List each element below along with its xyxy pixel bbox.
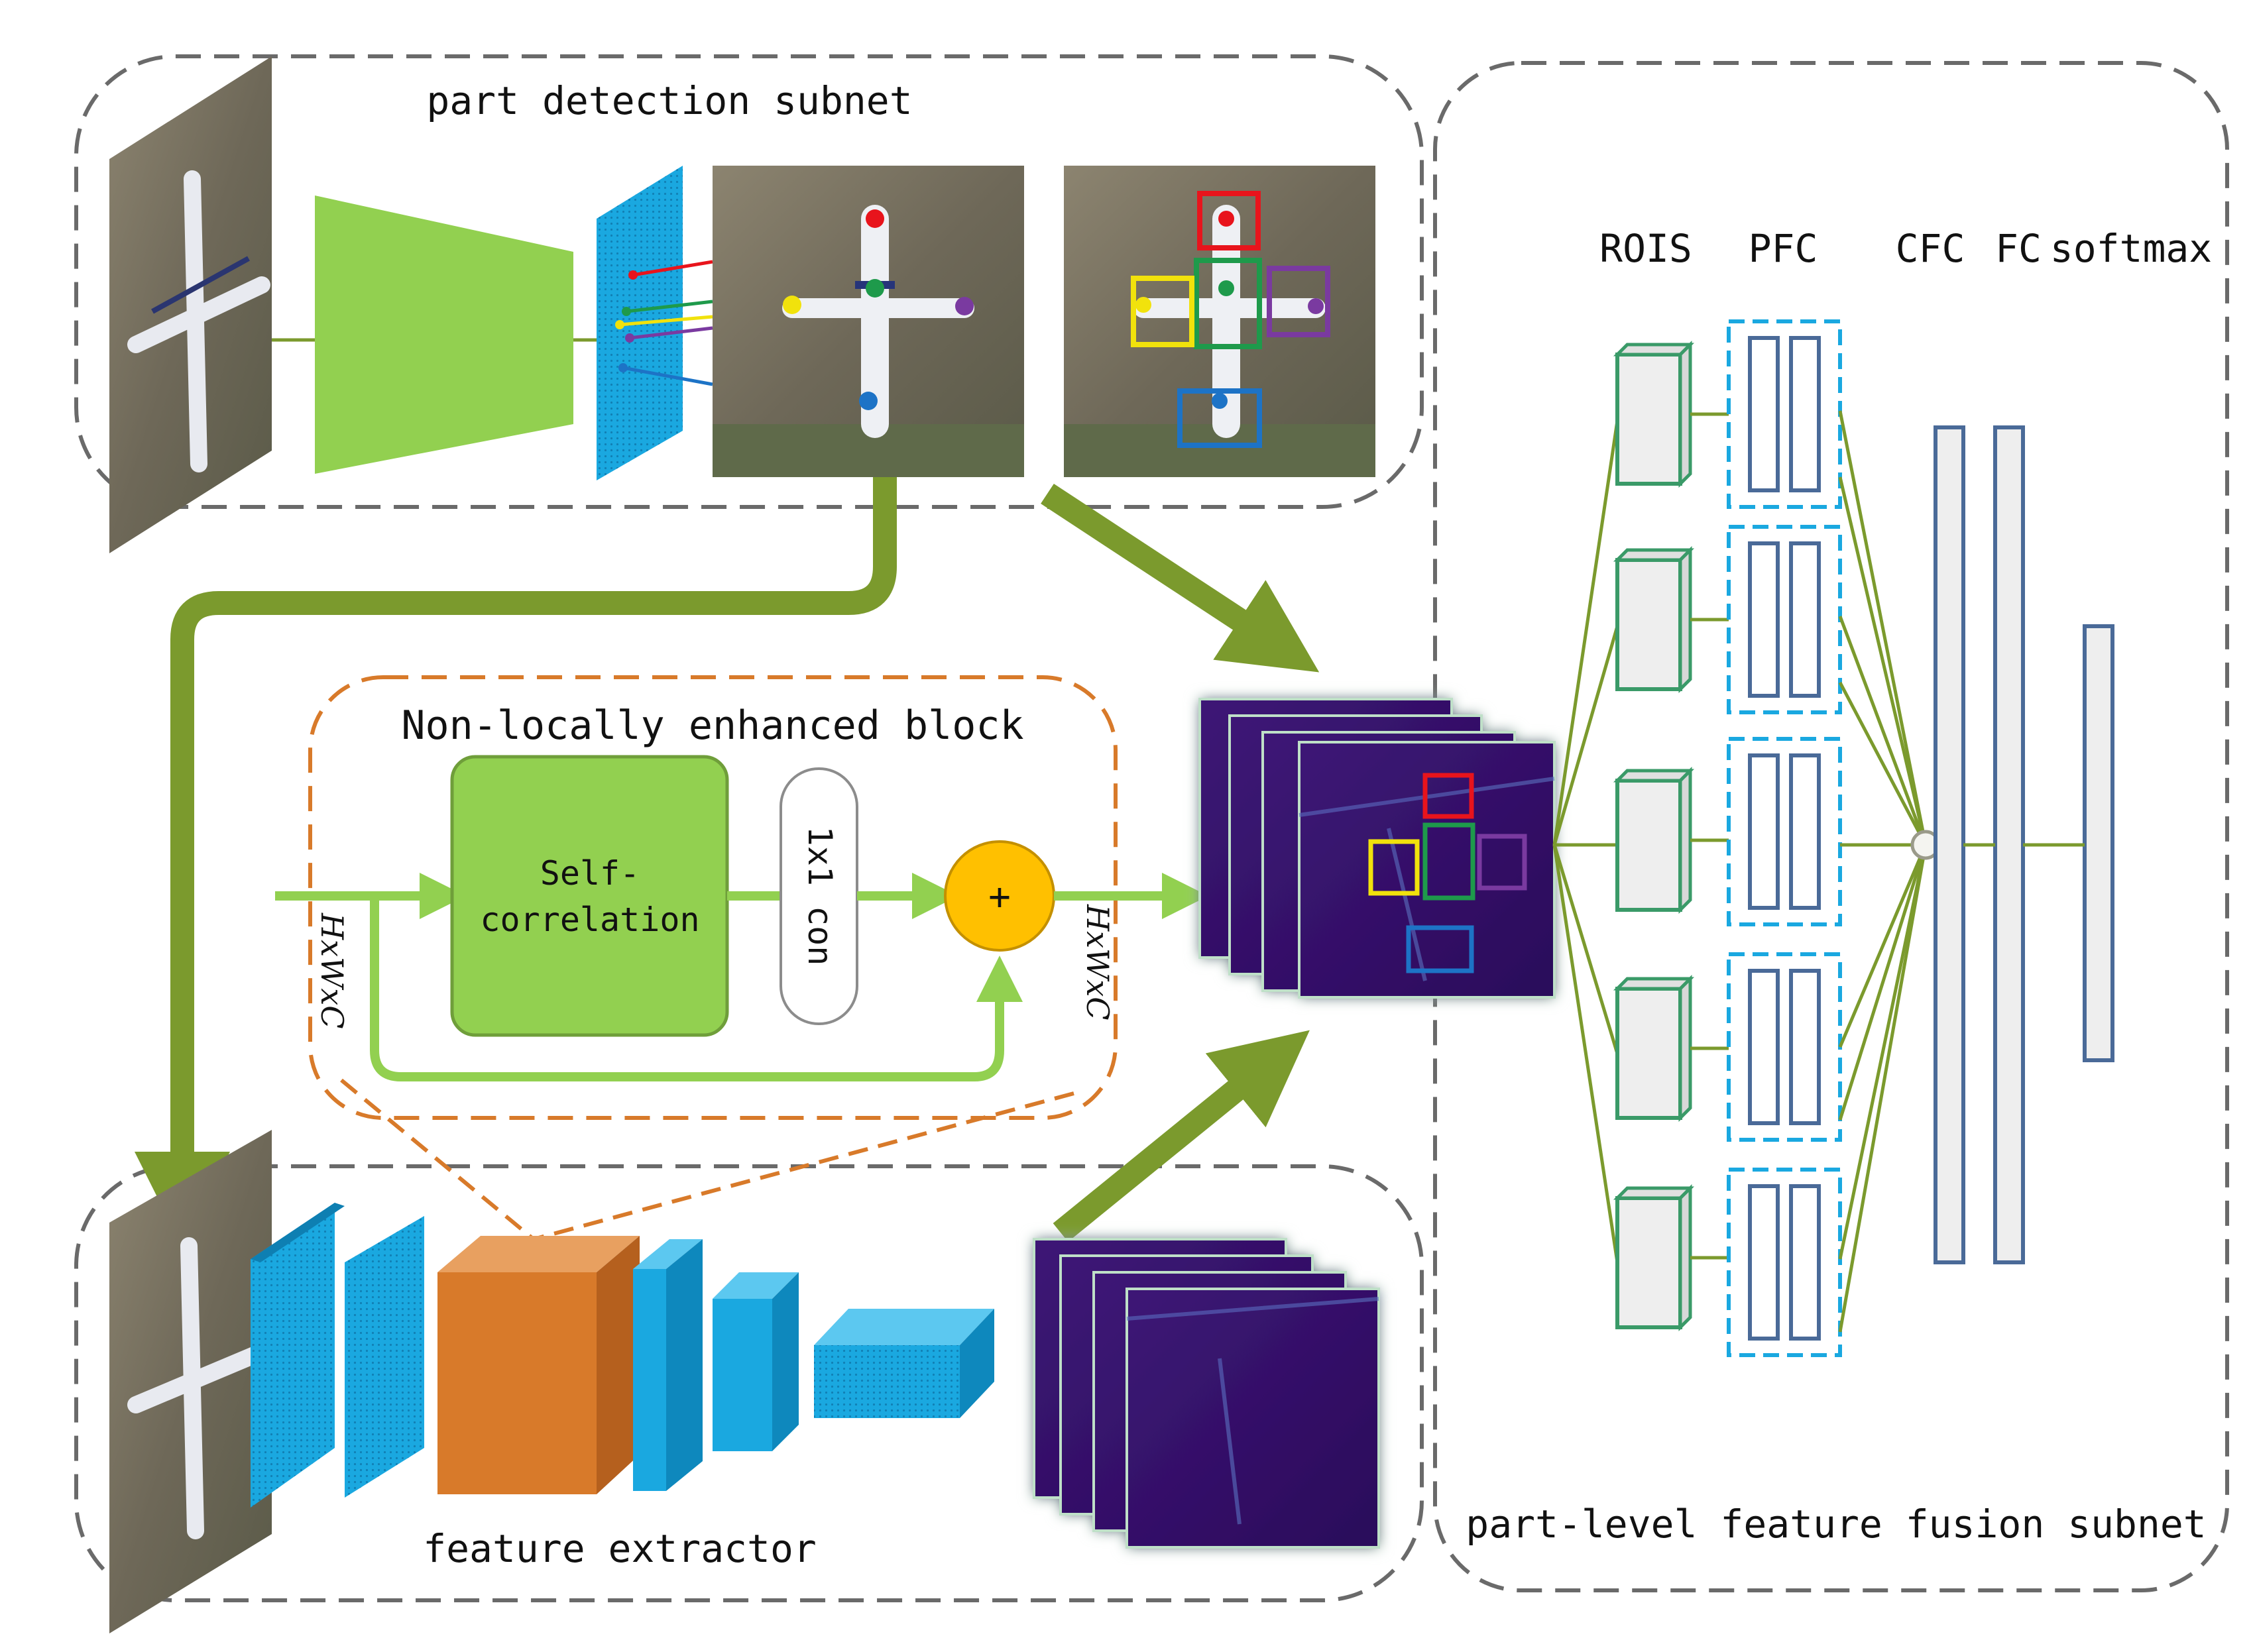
input-aircraft-image-top — [109, 56, 272, 553]
header-pfc: PFC — [1749, 226, 1818, 271]
flow-arrow-boxes-to-map — [1041, 483, 1320, 673]
flow-arrow-to-extractor — [135, 477, 897, 1247]
detection-backbone — [315, 195, 573, 474]
flow-arrow-features-to-map — [1053, 1030, 1310, 1242]
pfc-group — [1727, 952, 1842, 1142]
nonlocal-output-dim: HxWxC — [1080, 904, 1116, 1020]
softmax-layer — [2083, 624, 2114, 1062]
map-box-right-wing — [1477, 834, 1527, 891]
pfc-group — [1727, 1168, 1842, 1357]
pfc-group — [1727, 737, 1842, 926]
conv-layer-1 — [251, 1203, 345, 1508]
fusion-subnet-frame — [1433, 61, 2229, 1592]
enhanced-layer — [437, 1236, 640, 1494]
fc-layer — [1993, 425, 2025, 1264]
feature-extractor-label: feature extractor — [423, 1526, 817, 1571]
map-box-center — [1422, 822, 1475, 901]
keypoint-image — [713, 166, 1024, 477]
roi-box — [1613, 766, 1695, 914]
skip-connection — [370, 891, 1023, 1081]
feature-extractor-frame — [74, 1164, 1424, 1602]
nonlocal-input-dim: HxWxC — [314, 912, 350, 1028]
part-detection-frame — [74, 54, 1424, 509]
self-correlation-label-1: Self- — [540, 854, 640, 893]
roi-box — [1613, 974, 1695, 1123]
keypoint-connections — [615, 260, 713, 386]
roi-box — [1613, 340, 1695, 488]
self-correlation-block — [450, 755, 729, 1037]
pfc-group — [1727, 319, 1842, 509]
map-box-tail — [1406, 925, 1474, 973]
part-box-image — [1064, 166, 1375, 477]
fused-feature-maps — [1198, 698, 1556, 999]
conv-layer-3 — [633, 1239, 703, 1491]
roi-box — [1613, 1184, 1695, 1332]
input-aircraft-image-bottom — [109, 1130, 272, 1633]
pfc-group — [1727, 525, 1842, 714]
map-box-head — [1422, 773, 1474, 819]
sum-symbol: + — [988, 875, 1011, 918]
zoom-line — [533, 1091, 1074, 1241]
header-rois: ROIS — [1599, 226, 1692, 271]
part-detection-label: part detection subnet — [426, 78, 912, 123]
header-softmax: softmax — [2050, 226, 2212, 271]
box-head — [1197, 191, 1261, 250]
map-box-left-wing — [1368, 839, 1420, 896]
extractor-feature-maps — [1033, 1238, 1380, 1549]
conv1x1-label: 1x1 con — [801, 826, 839, 966]
box-center — [1194, 258, 1262, 349]
roi-pfc-links — [1690, 412, 1729, 1260]
box-left-wing — [1131, 276, 1194, 347]
conv-layer-5 — [814, 1309, 994, 1418]
pfc-fusion-links — [1838, 410, 1928, 1333]
box-right-wing — [1267, 266, 1330, 337]
roi-box — [1613, 545, 1695, 694]
nonlocal-block-title: Non-locally enhanced block — [401, 702, 1023, 749]
self-correlation-label-2: correlation — [480, 901, 699, 939]
conv-layer-2 — [345, 1216, 424, 1498]
box-tail — [1177, 388, 1262, 448]
header-cfc: CFC — [1896, 226, 1965, 271]
header-fc: FC — [1995, 226, 2042, 271]
roi-fan-lines — [1552, 420, 1619, 1263]
cfc-layer — [1934, 425, 1965, 1264]
fusion-subnet-label: part-level feature fusion subnet — [1466, 1502, 2206, 1547]
nonlocal-block-frame — [308, 675, 1118, 1120]
conv-layer-4 — [713, 1272, 799, 1451]
zoom-line — [340, 1078, 535, 1241]
